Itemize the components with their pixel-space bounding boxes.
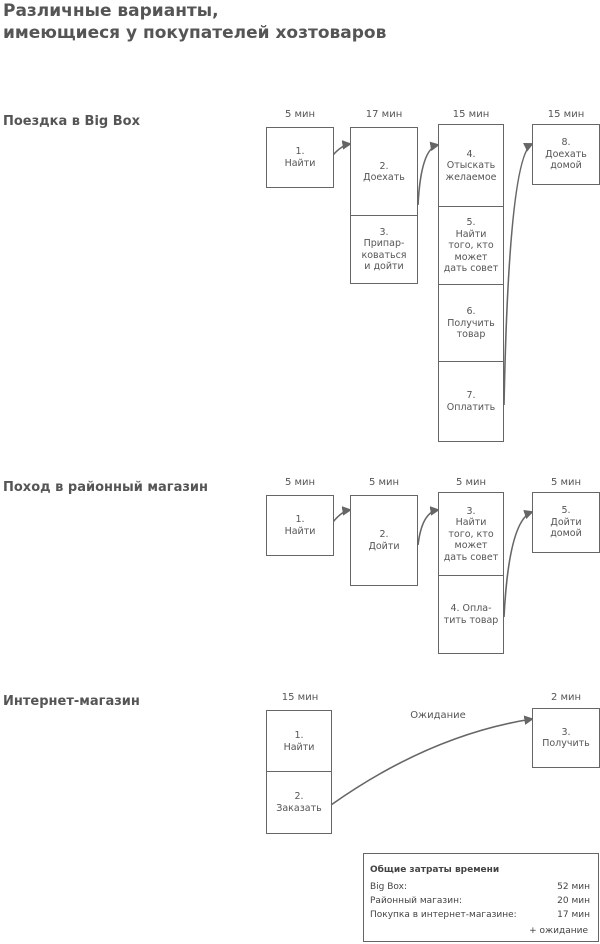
summary-row-value: 52 мин — [557, 882, 590, 892]
arrow-bigbox-7-8 — [503, 143, 534, 406]
arrow-local-4-5 — [503, 510, 534, 618]
step-box-bigbox-1: 1. Найти — [266, 127, 334, 188]
arrow-bigbox-1-2 — [332, 140, 352, 156]
step-label: 5. Дойти домой — [550, 505, 582, 540]
step-label: 2. Доехать — [363, 160, 405, 184]
step-label: 8. Доехать домой — [545, 137, 587, 172]
step-label: 7. Оплатить — [446, 390, 496, 413]
step-box-bigbox-8: 8. Доехать домой — [532, 124, 600, 185]
duration-bigbox-2: 17 мин — [365, 109, 403, 120]
duration-online-2: 2 мин — [550, 692, 582, 703]
step-box-local-3: 3. Найти того, кто может дать совет — [438, 492, 504, 577]
title-line-1: Различные варианты, — [3, 1, 219, 21]
step-box-bigbox-6: 6. Получить товар — [438, 284, 504, 363]
summary-row-online: Покупка в интернет-магазине: 17 мин — [370, 910, 590, 920]
title-line-2: имеющиеся у покупателей хозтоваров — [3, 23, 387, 43]
step-label: 3. Получить — [542, 726, 590, 750]
summary-row-local: Районный магазин: 20 мин — [370, 896, 590, 906]
summary-row-bigbox: Big Box: 52 мин — [370, 882, 590, 892]
step-box-bigbox-4: 4. Отыскать желаемое — [438, 124, 504, 208]
step-label: 6. Получить товар — [447, 306, 495, 341]
duration-online-1: 15 мин — [281, 692, 319, 703]
summary-row-label: Big Box: — [370, 882, 408, 892]
step-label: 1. Найти — [284, 514, 316, 537]
step-box-local-4: 4. Опла- тить товар — [438, 575, 504, 654]
duration-bigbox-4: 15 мин — [547, 109, 585, 120]
step-box-online-3: 3. Получить — [532, 708, 600, 768]
step-box-bigbox-5: 5. Найти того, кто может дать совет — [438, 206, 504, 286]
step-label: 1. Найти — [284, 146, 316, 169]
step-box-online-1: 1. Найти — [266, 710, 332, 773]
duration-local-3: 5 мин — [455, 477, 487, 488]
step-label: 3. Припар- коваться и дойти — [361, 226, 407, 273]
duration-bigbox-1: 5 мин — [284, 109, 316, 120]
step-label: 5. Найти того, кто может дать совет — [443, 217, 499, 275]
arrow-local-1-2 — [332, 506, 352, 523]
summary-row-label: Покупка в интернет-магазине: — [370, 910, 517, 920]
step-box-bigbox-2: 2. Доехать — [350, 127, 418, 217]
summary-title: Общие затраты времени — [370, 865, 500, 875]
step-label: 2. Заказать — [276, 791, 322, 814]
wait-label: Ожидание — [410, 710, 466, 721]
duration-local-4: 5 мин — [550, 477, 582, 488]
duration-bigbox-3: 15 мин — [452, 109, 490, 120]
step-box-local-1: 1. Найти — [266, 495, 334, 556]
step-label: 3. Найти того, кто может дать совет — [443, 505, 499, 563]
arrow-bigbox-2-4 — [417, 141, 440, 206]
step-label: 4. Отыскать желаемое — [445, 148, 497, 183]
step-label: 4. Опла- тить товар — [443, 603, 499, 626]
duration-local-2: 5 мин — [368, 477, 400, 488]
step-box-bigbox-7: 7. Оплатить — [438, 361, 504, 442]
step-box-local-2: 2. Дойти — [350, 495, 418, 586]
step-label: 2. Дойти — [368, 529, 400, 552]
step-box-online-2: 2. Заказать — [266, 771, 332, 834]
step-box-bigbox-3: 3. Припар- коваться и дойти — [350, 215, 418, 284]
step-label: 1. Найти — [283, 730, 315, 753]
summary-note: + ожидание — [529, 926, 588, 936]
arrow-local-2-3 — [417, 506, 440, 546]
step-box-local-5: 5. Дойти домой — [532, 492, 600, 553]
summary-row-value: 20 мин — [557, 896, 590, 906]
time-summary-box: Общие затраты времени Big Box: 52 мин Ра… — [363, 853, 599, 942]
section-label-bigbox: Поездка в Big Box — [3, 114, 140, 129]
summary-row-label: Районный магазин: — [370, 896, 462, 906]
duration-local-1: 5 мин — [284, 477, 316, 488]
summary-row-value: 17 мин — [557, 910, 590, 920]
section-label-local: Поход в районный магазин — [3, 480, 208, 495]
arrow-online-2-3 — [330, 715, 534, 806]
section-label-online: Интернет-магазин — [3, 694, 140, 709]
page-title: Различные варианты, имеющиеся у покупате… — [3, 0, 386, 44]
